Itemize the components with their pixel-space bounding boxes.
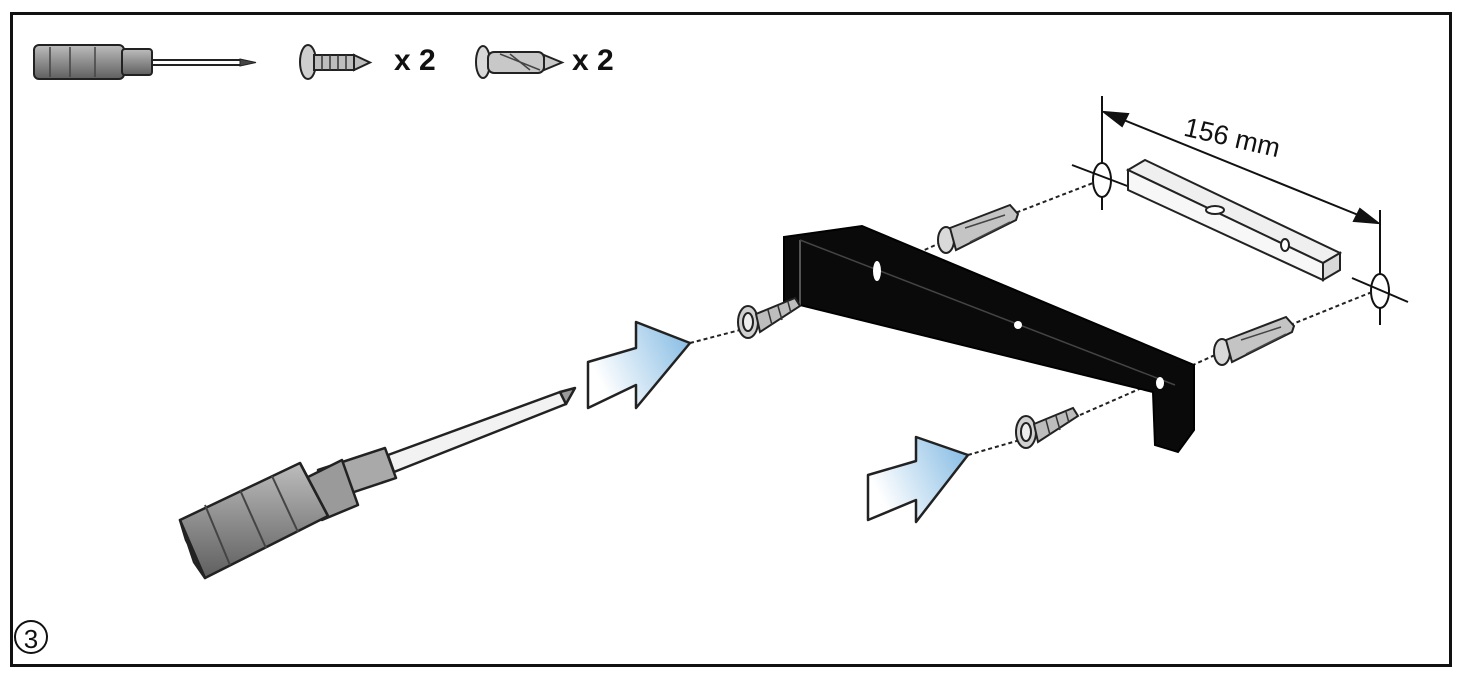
dimension-marker — [1071, 96, 1409, 325]
push-arrow-icon — [866, 435, 970, 524]
screwdriver-icon — [178, 386, 577, 580]
diagram-frame — [10, 12, 1452, 667]
anchor-quantity-label: x 2 — [572, 44, 614, 77]
wall-anchor-icon — [1213, 315, 1296, 366]
push-arrow-icon — [586, 320, 692, 410]
step-number-badge: 3 — [14, 620, 48, 654]
screw-quantity-label: x 2 — [394, 44, 436, 77]
legend-screwdriver-icon — [33, 44, 257, 80]
spirit-level-icon — [1125, 158, 1343, 282]
mounting-bracket-icon — [783, 224, 1195, 454]
screw-icon — [1015, 406, 1080, 449]
screw-icon — [737, 296, 802, 339]
legend-wall-anchor-icon — [475, 45, 565, 79]
legend-screw-icon — [299, 44, 373, 80]
wall-anchor-icon — [937, 203, 1020, 254]
